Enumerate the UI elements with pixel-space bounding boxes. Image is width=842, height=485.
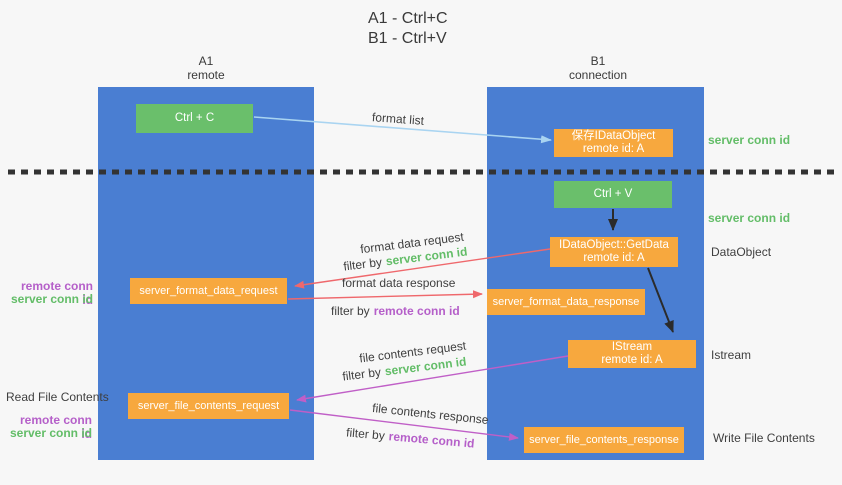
node-server-format-data-request: server_format_data_request	[130, 278, 287, 304]
diagram-title: A1 - Ctrl+C B1 - Ctrl+V	[368, 9, 448, 49]
node-format-response-label: server_format_data_response	[492, 295, 640, 308]
label-file-contents-response: file contents response	[371, 400, 490, 428]
node-idataobject-getdata: IDataObject::GetData remote id: A	[550, 237, 678, 267]
node-server-format-data-response: server_format_data_response	[487, 289, 645, 315]
lifeline-a1-header: A1 remote	[136, 54, 276, 82]
title-line-1: A1 - Ctrl+C	[368, 10, 448, 27]
right-label-write-file-contents: Write File Contents	[713, 431, 815, 445]
lifeline-a1-role: remote	[187, 68, 225, 82]
right-label-dataobject: DataObject	[711, 245, 772, 259]
lifeline-b1-name: B1	[590, 54, 606, 68]
node-ctrl-c-label: Ctrl + C	[174, 112, 215, 124]
node-save-dataobject-line2: remote id: A	[582, 143, 645, 155]
right-label-istream: Istream	[711, 348, 752, 362]
node-server-file-contents-request: server_file_contents_request	[128, 393, 289, 419]
remote-conn-id-key: remote conn id	[373, 304, 460, 318]
node-format-request-label: server_format_data_request	[139, 284, 278, 297]
remote-conn-id-key: remote conn id	[388, 429, 476, 451]
title-line-2: B1 - Ctrl+V	[368, 30, 447, 47]
node-ctrl-c: Ctrl + C	[136, 104, 253, 133]
left-label-read-file-contents: Read File Contents	[6, 390, 109, 404]
node-file-response-label: server_file_contents_response	[529, 433, 679, 446]
right-label-server-conn-id-mid: server conn id	[708, 211, 791, 225]
node-save-dataobject: 保存IDataObject remote id: A	[554, 129, 673, 157]
node-getdata-line2: remote id: A	[583, 252, 645, 264]
node-istream: IStream remote id: A	[568, 340, 696, 368]
node-istream-line1: IStream	[611, 341, 653, 353]
left-label-remote-conn-id-bottom: remote conn id	[19, 413, 92, 441]
node-file-request-label: server_file_contents_request	[137, 399, 280, 412]
filter-by-text: filter by	[331, 304, 370, 318]
left-label-server-conn-id-bottom: server conn id	[9, 426, 92, 440]
arrow-format-data-response	[287, 290, 483, 300]
lifeline-b1-role: connection	[568, 68, 628, 82]
filter-by-text: filter by	[345, 425, 386, 443]
filter-by-text: filter by	[342, 254, 383, 274]
lifeline-b1-header: B1 connection	[528, 54, 668, 82]
node-istream-line2: remote id: A	[601, 354, 663, 366]
filter-by-text: filter by	[341, 364, 382, 384]
label-format-list: format list	[371, 110, 425, 128]
right-label-server-conn-id-top: server conn id	[708, 133, 791, 147]
node-getdata-line1: IDataObject::GetData	[559, 239, 669, 251]
left-label-remote-conn-id-mid: remote conn id	[20, 279, 93, 307]
node-ctrl-v-label: Ctrl + V	[593, 188, 633, 200]
node-save-dataobject-line1: 保存IDataObject	[571, 130, 656, 142]
node-server-file-contents-response: server_file_contents_response	[524, 427, 684, 453]
label-format-data-response: format data response	[342, 276, 456, 290]
left-label-server-conn-id-mid: server conn id	[10, 292, 93, 306]
node-ctrl-v: Ctrl + V	[554, 181, 672, 208]
lifeline-a1-name: A1	[198, 54, 214, 68]
